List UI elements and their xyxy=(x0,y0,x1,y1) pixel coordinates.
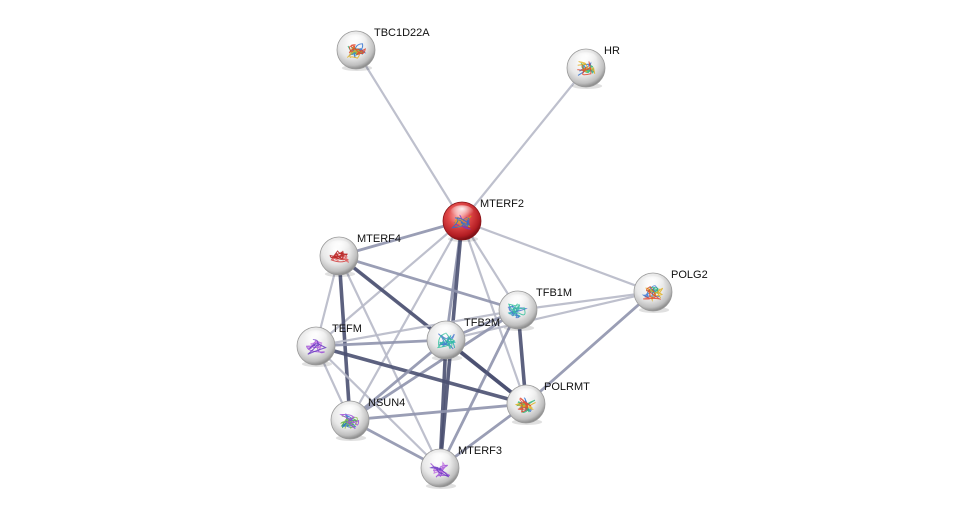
edge-tefm-tfb2m[interactable] xyxy=(314,338,448,348)
edge-mterf2-tefm[interactable] xyxy=(314,219,464,348)
node-mterf2[interactable]: MTERF2 xyxy=(442,198,524,242)
node-highlight xyxy=(304,330,328,345)
node-label-mterf2: MTERF2 xyxy=(480,198,524,210)
node-nsun4[interactable]: NSUN4 xyxy=(330,397,405,441)
node-highlight xyxy=(506,294,530,309)
structure-trace xyxy=(517,397,532,413)
node-label-hr: HR xyxy=(604,45,620,57)
edge-mterf2-polg2[interactable] xyxy=(460,219,655,294)
node-highlight xyxy=(574,52,598,67)
edge-mterf2-tbc1d22a[interactable] xyxy=(354,48,464,223)
structure-trace xyxy=(451,217,471,229)
node-tfb2m[interactable]: TFB2M xyxy=(426,317,500,361)
node-highlight xyxy=(641,276,665,291)
node-mterf4[interactable]: MTERF4 xyxy=(319,233,401,277)
node-highlight xyxy=(450,205,474,220)
node-label-tfb2m: TFB2M xyxy=(464,317,500,329)
structure-trace xyxy=(643,285,661,300)
node-mterf3[interactable]: MTERF3 xyxy=(420,445,502,489)
structure-trace xyxy=(432,461,448,476)
node-tbc1d22a[interactable]: TBC1D22A xyxy=(336,27,430,71)
edge-mterf2-mterf4[interactable] xyxy=(337,219,464,258)
edge-tfb1m-mterf3[interactable] xyxy=(438,308,520,470)
node-highlight xyxy=(428,452,452,467)
edge-mterf4-nsun4[interactable] xyxy=(337,254,352,422)
node-highlight xyxy=(514,388,538,403)
edge-polg2-tfb1m[interactable] xyxy=(516,290,655,312)
edge-mterf2-hr[interactable] xyxy=(460,66,588,223)
edges-layer xyxy=(314,48,655,470)
edge-tfb2m-nsun4[interactable] xyxy=(348,338,448,422)
structure-trace xyxy=(305,339,325,354)
edge-mterf2-nsun4[interactable] xyxy=(348,219,464,422)
node-tfb1m[interactable]: TFB1M xyxy=(498,287,572,331)
node-polg2[interactable]: POLG2 xyxy=(633,269,708,313)
structure-trace xyxy=(516,399,536,414)
edge-polg2-polrmt[interactable] xyxy=(524,290,655,406)
edge-mterf4-tfb1m[interactable] xyxy=(337,254,520,312)
edge-tefm-mterf3[interactable] xyxy=(314,344,442,470)
node-label-nsun4: NSUN4 xyxy=(368,397,405,409)
node-label-polg2: POLG2 xyxy=(671,269,708,281)
node-highlight xyxy=(327,240,351,255)
node-hr[interactable]: HR xyxy=(566,45,620,89)
node-label-mterf4: MTERF4 xyxy=(357,233,401,245)
edge-mterf2-polrmt[interactable] xyxy=(460,219,528,406)
node-highlight xyxy=(344,34,368,49)
node-label-tefm: TEFM xyxy=(332,323,362,335)
structure-trace xyxy=(507,306,528,319)
node-label-tfb1m: TFB1M xyxy=(536,287,572,299)
structure-trace xyxy=(514,402,536,410)
edge-polg2-tfb2m[interactable] xyxy=(444,290,655,342)
edge-tfb2m-mterf3[interactable] xyxy=(438,338,448,470)
node-highlight xyxy=(338,404,362,419)
structure-trace xyxy=(340,415,358,429)
node-tefm[interactable]: TEFM xyxy=(296,323,362,367)
edge-tfb1m-nsun4[interactable] xyxy=(348,308,520,422)
edge-polrmt-nsun4[interactable] xyxy=(348,402,528,422)
edge-tfb1m-tefm[interactable] xyxy=(314,308,520,348)
structure-trace xyxy=(429,466,450,478)
edge-tefm-polrmt[interactable] xyxy=(314,344,528,406)
structure-trace xyxy=(341,412,357,428)
node-label-tbc1d22a: TBC1D22A xyxy=(374,27,430,39)
edge-mterf4-mterf3[interactable] xyxy=(337,254,442,470)
node-highlight xyxy=(434,324,458,339)
node-label-mterf3: MTERF3 xyxy=(458,445,502,457)
node-label-polrmt: POLRMT xyxy=(544,381,590,393)
node-polrmt[interactable]: POLRMT xyxy=(506,381,590,425)
